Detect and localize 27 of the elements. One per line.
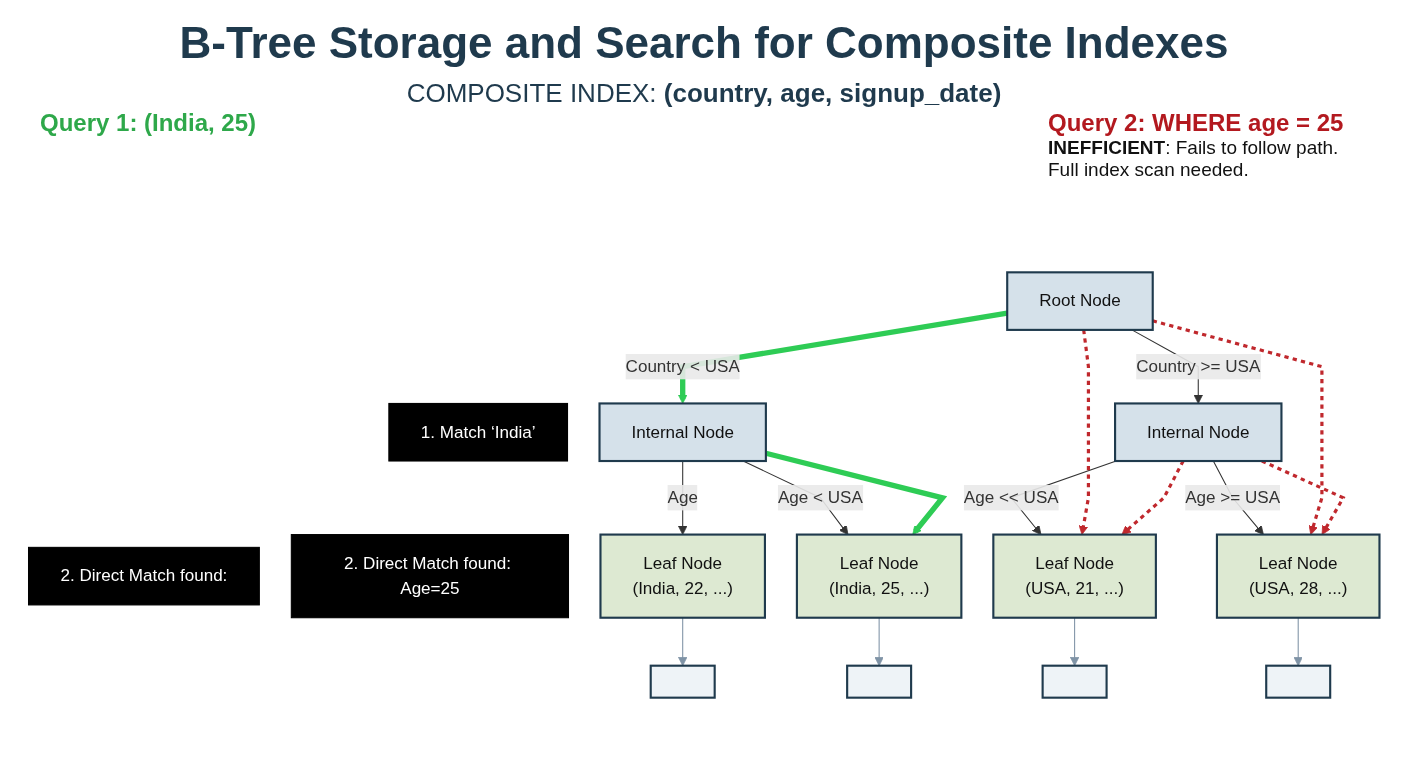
subtitle: COMPOSITE INDEX: (country, age, signup_date) (405, 78, 1003, 109)
node-box (1265, 664, 1332, 699)
node-box (846, 664, 913, 699)
note: INEFFICIENT: Fails to follow path. Full index scan needed. (1048, 137, 1340, 181)
node-box: 2. Direct Match found: Age=25 (290, 534, 570, 619)
node-box: Root Node (1006, 271, 1154, 331)
edge-label: Age << USA (963, 488, 1059, 507)
node-box: 2. Direct Match found: (28, 546, 260, 606)
node-box: 1. Match ‘India’ (388, 402, 569, 462)
node-box (1041, 664, 1108, 699)
node-box: Leaf Node (India, 22, ...) (599, 533, 766, 619)
node-box: Leaf Node (USA, 28, ...) (1215, 533, 1381, 619)
edge-label: Age (667, 488, 698, 507)
node-box: Leaf Node (USA, 21, ...) (992, 533, 1157, 619)
edge-label: Country >= USA (1136, 357, 1261, 376)
query-heading: Query 1: (India, 25) (40, 109, 257, 138)
edge-label: Country < USA (625, 357, 740, 376)
arrow (765, 450, 948, 535)
node-box: Internal Node (598, 402, 767, 463)
diagram-title: B-Tree Storage and Search for Composite Indexes (178, 17, 1230, 68)
edge-label: Age < USA (777, 488, 863, 507)
node-box: Internal Node (1114, 402, 1283, 463)
node-box (649, 664, 716, 699)
edge-label: Age >= USA (1185, 488, 1281, 507)
query-heading: Query 2: WHERE age = 25 (1048, 109, 1345, 137)
arrow (1078, 329, 1090, 535)
node-box: Leaf Node (India, 25, ...) (795, 533, 963, 619)
